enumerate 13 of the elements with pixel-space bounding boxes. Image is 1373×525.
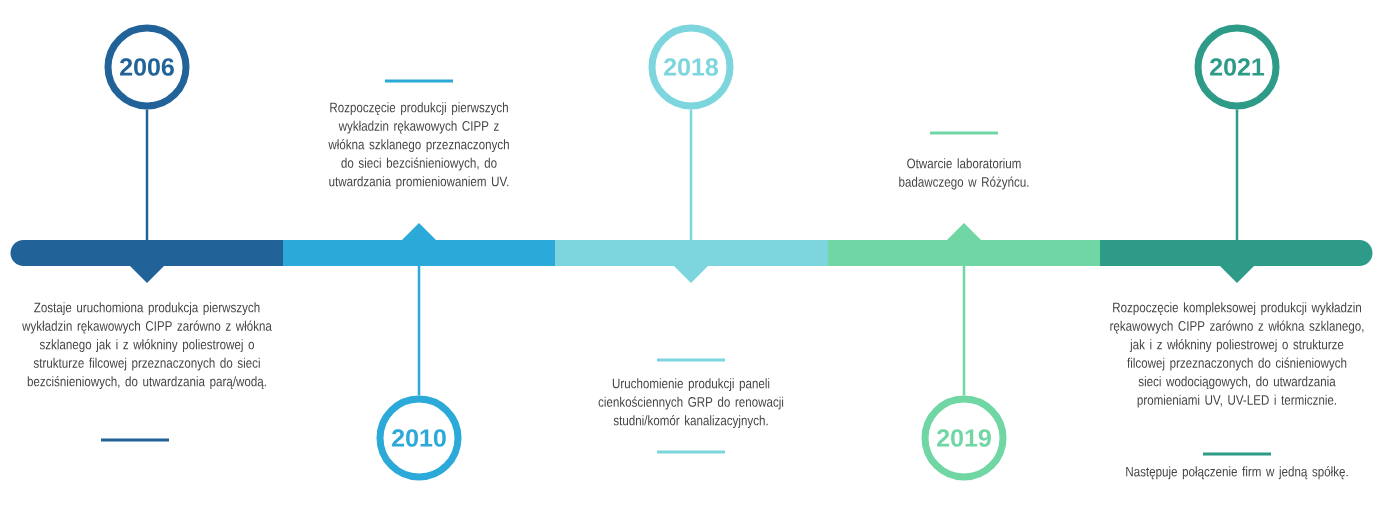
description-text: Uruchomienie produkcji paneli cienkościennych GRP do renowacji studni/komór kanalizacyjnych. (598, 378, 784, 429)
connector-line (962, 266, 966, 396)
connector-line (689, 109, 693, 240)
connector-line (145, 109, 149, 240)
description-text: Otwarcie laboratorium badawczego w Różyńcu. (899, 158, 1029, 190)
description-text: Zostaje uruchomiona produkcja pierwszych wykładzin rękawowych CIPP zarówno z włókna szklanego jak i z włókniny poliestrowej o strukturze filcowej przeznaczonych do sieci bezciśnieniowych, do utwardzania parą/wodą. (22, 302, 272, 390)
timeline-bar (10, 240, 283, 266)
connector-line (1235, 109, 1239, 240)
connector-line (417, 266, 421, 396)
timeline-bar (1100, 240, 1373, 266)
description-text: Rozpoczęcie produkcji pierwszych wykładzin rękawowych CIPP z włókna szklanego przeznaczonych do sieci bezciśnieniowych, do utwardzania promieniowaniem UV. (328, 102, 509, 190)
description-text: Następuje połączenie firm w jedną spółkę. (1126, 466, 1348, 480)
description-text: Rozpoczęcie kompleksowej produkcji wykładzin rękawowych CIPP zarówno z włókna szklanego, jak i z włókniny poliestrowej o strukturze filcowej przeznaczonych do ciśnieniowych sieci wodociągowych, do utwardzania promieniami UV, UV-LED i termicznie. (1110, 302, 1364, 408)
